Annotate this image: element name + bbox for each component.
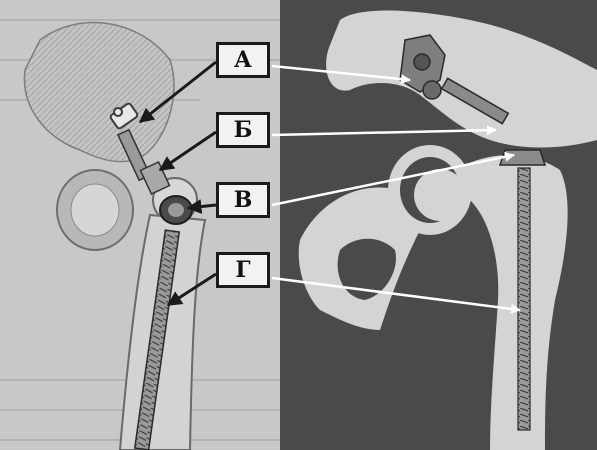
implant-photo [280,0,597,450]
callout-v: В [216,182,270,218]
callout-b: Б [216,112,270,148]
callout-g: Г [216,252,270,288]
callout-a: А [216,42,270,78]
